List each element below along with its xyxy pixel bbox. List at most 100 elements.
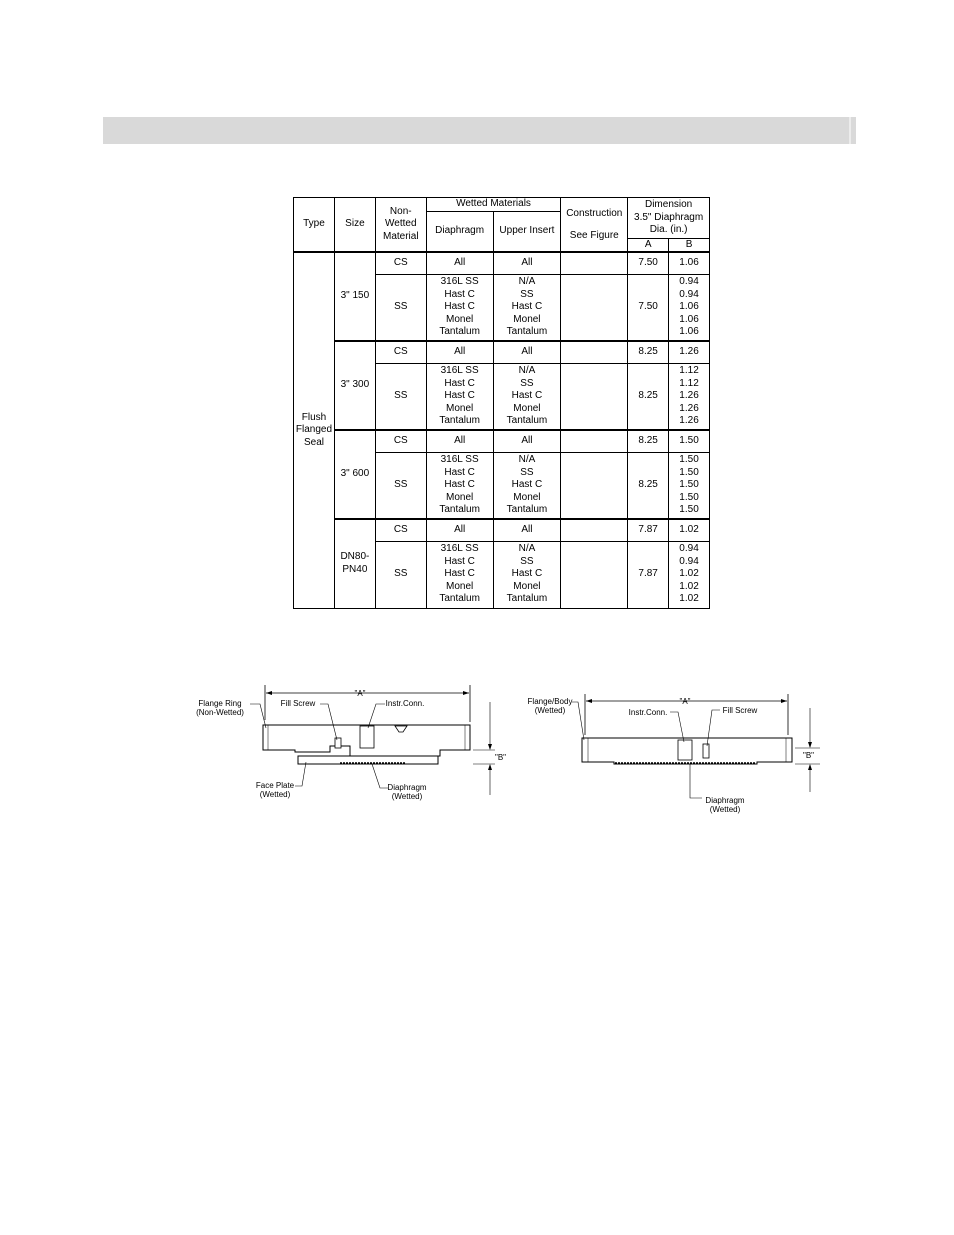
non-wetted-ss-cell: SS	[374, 273, 427, 342]
upper-insert-ss-cell-line: Tantalum	[506, 593, 548, 605]
upper-insert-ss-cell-line: Hast C	[511, 568, 543, 580]
flange-body-sublabel: (Wetted)	[535, 706, 566, 715]
diaphragm-cs-cell: All	[425, 340, 494, 364]
dim-a-ss-cell: 7.87	[627, 540, 670, 609]
diaphragm-ss-cell-line: Hast C	[444, 288, 475, 300]
size-cell: DN80-PN40	[333, 518, 376, 609]
diaphragm-ss-cell-line: Monel	[446, 580, 474, 592]
upper-insert-ss-cell-line: Monel	[513, 402, 541, 414]
type-cell-line: Flanged	[295, 424, 333, 435]
upper-insert-ss-cell-line: N/A	[518, 454, 536, 465]
section-header-band-edge	[849, 117, 851, 144]
diaphragm-ss-cell-line: 316L SS	[440, 365, 479, 376]
header-diaphragm: Diaphragm	[425, 210, 494, 253]
non-wetted-cs-cell: CS	[374, 518, 427, 542]
diaphragm-ss-cell-line: Hast C	[444, 479, 475, 490]
upper-insert-ss-cell-line: Tantalum	[506, 504, 548, 515]
construction-cell	[560, 518, 629, 542]
construction-cell	[560, 429, 629, 453]
dim-b-ss-cell-line: 1.12	[679, 377, 699, 389]
diaphragm-ss-cell-line: Tantalum	[439, 593, 480, 605]
left-diaphragm-sublabel: (Wetted)	[392, 792, 423, 801]
non-wetted-cs-cell: CS	[374, 340, 427, 364]
construction-cell	[560, 251, 629, 275]
dim-b-ss-cell-line: 1.02	[679, 580, 699, 592]
dim-b-ss-cell-line: 1.06	[679, 301, 699, 312]
upper-insert-ss-cell-line: SS	[520, 466, 534, 478]
diaphragm-ss-cell-line: Monel	[446, 491, 474, 503]
upper-insert-ss-cell-line: Hast C	[511, 479, 543, 490]
left-fill-screw-label: Fill Screw	[281, 699, 316, 708]
diaphragm-ss-cell-line: Hast C	[444, 377, 475, 389]
non-wetted-ss-cell: SS	[374, 362, 427, 431]
dim-b-cs-cell: 1.26	[668, 340, 710, 364]
diaphragm-cs-cell: All	[425, 518, 494, 542]
right-fill-screw-label: Fill Screw	[723, 706, 758, 715]
dim-a-cs-cell: 7.87	[627, 518, 670, 542]
dim-b-ss-cell-line: 1.26	[679, 402, 699, 414]
diaphragm-ss-cell-line: Hast C	[444, 466, 475, 478]
dim-b-cs-cell: 1.50	[668, 429, 710, 453]
header-dimension: Dimension 3.5" Diaphragm Dia. (in.)	[627, 197, 710, 239]
dim-b-cs-cell: 1.02	[668, 518, 710, 542]
dim-b-ss-cell-line: 1.50	[679, 504, 699, 515]
dim-b-ss-cell-line: 0.94	[679, 276, 699, 287]
dim-a-ss-cell: 7.50	[627, 273, 670, 342]
dim-b-ss-cell-line: 1.50	[679, 454, 699, 465]
face-plate-sublabel: (Wetted)	[260, 790, 291, 799]
dim-b-ss-cell-line: 1.06	[679, 313, 699, 325]
right-dimension-b-label: "B"	[803, 751, 814, 760]
dim-b-ss-cell-line: 1.26	[679, 390, 699, 401]
flange-ring-label: Flange Ring	[198, 699, 241, 708]
size-cell-line: 3" 600	[340, 468, 370, 480]
upper-insert-ss-cell-line: Monel	[513, 491, 541, 503]
dim-b-ss-cell-line: 0.94	[679, 543, 699, 555]
flange-body-seal-figure: "A" "B" Flange/Body (Wetted) Instr.Conn.…	[528, 694, 820, 814]
construction-cell	[560, 362, 629, 431]
size-cell-line: 3" 300	[340, 379, 370, 391]
diaphragm-ss-cell-line: Monel	[446, 313, 474, 325]
right-dimension-a-label: "A"	[679, 697, 690, 706]
dim-b-ss-cell-line: 0.94	[679, 288, 699, 300]
non-wetted-ss-cell: SS	[374, 451, 427, 520]
header-col-b: B	[668, 237, 710, 253]
header-construction: Construction See Figure	[560, 197, 629, 253]
right-diaphragm-sublabel: (Wetted)	[710, 805, 741, 814]
non-wetted-cs-cell: CS	[374, 429, 427, 453]
dim-b-ss-cell-line: 1.02	[679, 568, 699, 580]
non-wetted-cs-cell: CS	[374, 251, 427, 275]
dim-b-ss-cell-line: 1.06	[679, 326, 699, 337]
header-wetted-materials: Wetted Materials	[425, 197, 562, 212]
construction-cell	[560, 273, 629, 342]
dim-a-ss-cell: 8.25	[627, 362, 670, 431]
upper-insert-ss-cell-line: N/A	[518, 543, 536, 555]
dim-b-ss-cell-line: 1.50	[679, 491, 699, 503]
size-cell-line: DN80-	[340, 551, 370, 563]
header-size: Size	[333, 197, 376, 253]
flange-ring-seal-figure: "A" "B" Flange Ring (Non-Wetted) Fill Sc…	[196, 685, 506, 801]
left-diaphragm-label: Diaphragm	[387, 783, 426, 792]
upper-insert-ss-cell-line: N/A	[518, 276, 536, 287]
diaphragm-cs-cell: All	[425, 251, 494, 275]
flange-body-label: Flange/Body	[528, 697, 573, 706]
dim-a-cs-cell: 8.25	[627, 429, 670, 453]
upper-insert-ss-cell-line: Tantalum	[506, 415, 548, 426]
size-cell-line: 3" 150	[340, 290, 370, 302]
upper-insert-cs-cell: All	[492, 429, 562, 453]
left-dimension-b-label: "B"	[495, 753, 506, 762]
dim-b-ss-cell-line: 1.50	[679, 466, 699, 478]
diaphragm-cs-cell: All	[425, 429, 494, 453]
type-cell-line: Seal	[303, 436, 324, 448]
diaphragm-ss-cell-line: Tantalum	[439, 415, 480, 426]
